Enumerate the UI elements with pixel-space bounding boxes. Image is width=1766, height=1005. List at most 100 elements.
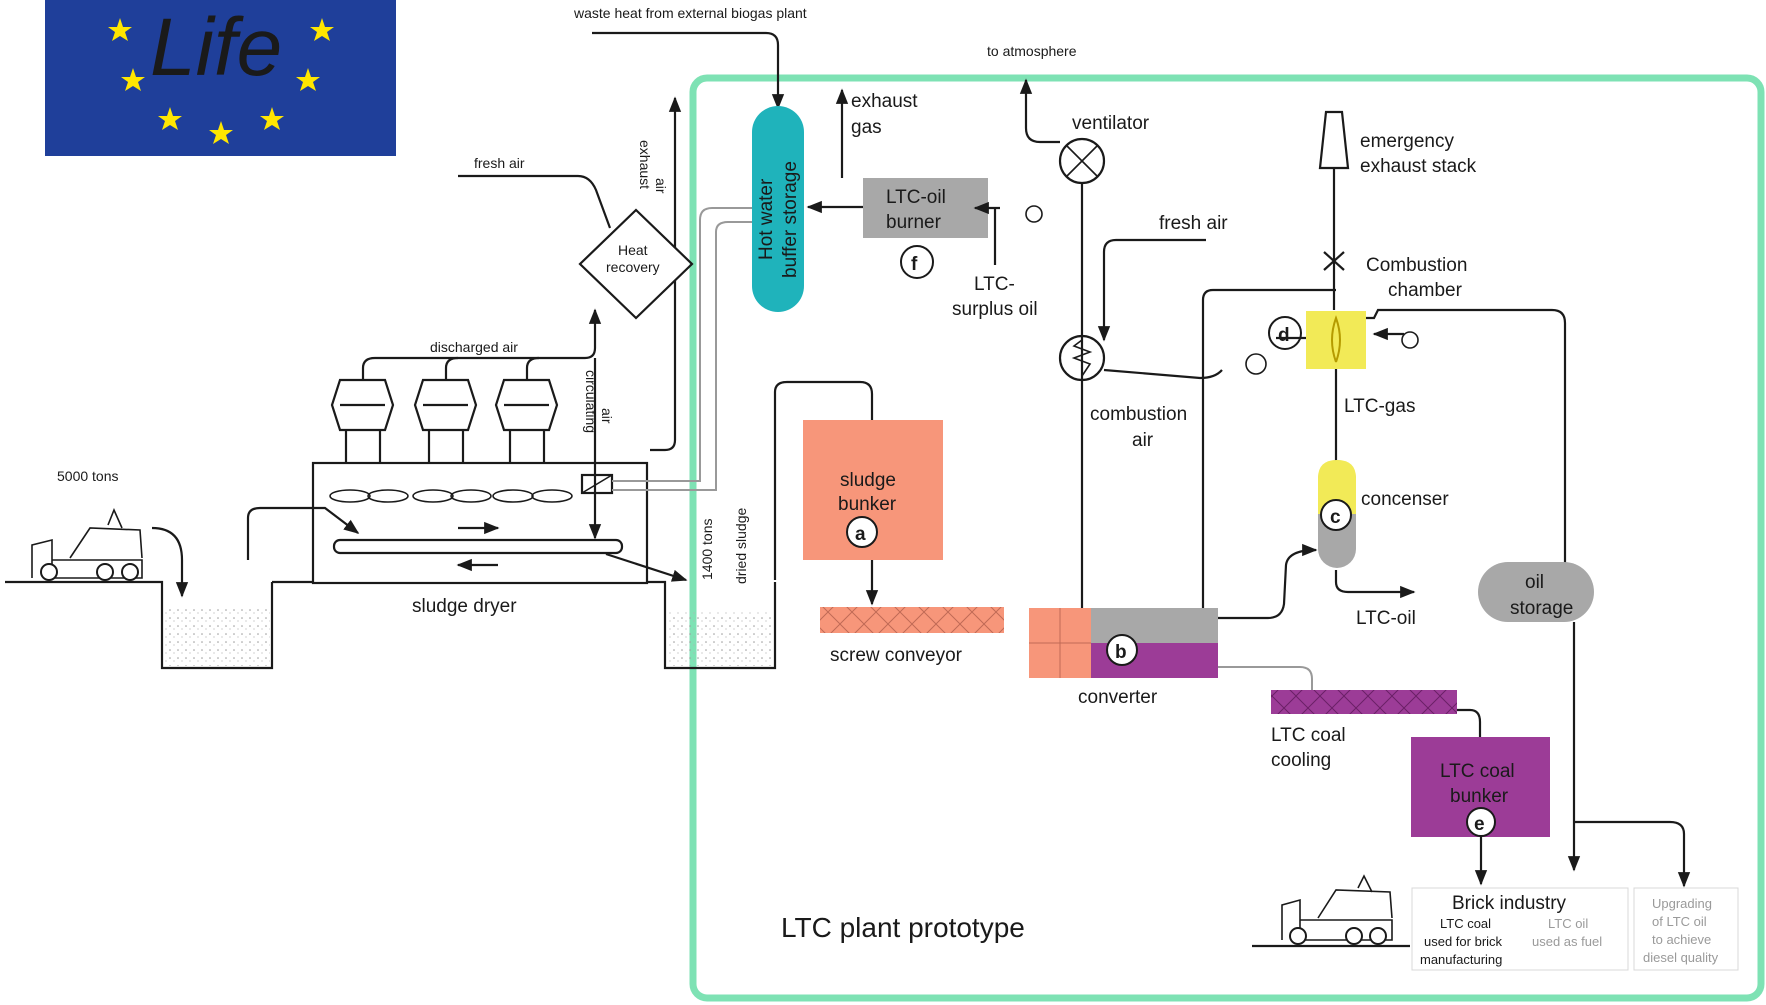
combustion-chamber-label-2: chamber bbox=[1388, 280, 1463, 301]
ltc-oil-label: LTC-oil bbox=[1356, 608, 1416, 629]
fresh-air-right-label: fresh air bbox=[1159, 213, 1228, 234]
fresh-air-left-label: fresh air bbox=[474, 155, 525, 171]
sludge-bunker-label-1: sludge bbox=[840, 470, 896, 491]
marker-b-circle bbox=[1106, 634, 1138, 666]
dried-sludge-pile bbox=[667, 612, 773, 666]
marker-f: f bbox=[911, 254, 918, 275]
heat-recovery-unit bbox=[578, 208, 694, 320]
to-atmosphere-label: to atmosphere bbox=[987, 43, 1077, 59]
heat-exchanger-box bbox=[580, 473, 614, 495]
brick-industry-box bbox=[1411, 887, 1629, 971]
upgrading-label-1: Upgrading bbox=[1652, 896, 1712, 911]
oil-use-label-2: used as fuel bbox=[1532, 934, 1602, 949]
heat-recovery-label-2: recovery bbox=[606, 259, 660, 275]
upgrading-label-3: to achieve bbox=[1652, 932, 1711, 947]
exhaust-air-label-1: exhaust bbox=[637, 140, 653, 189]
recovery-return-line bbox=[650, 280, 677, 452]
combustion-air-label-2: air bbox=[1132, 430, 1154, 451]
oil-to-upgrading-line bbox=[1574, 820, 1691, 888]
oil-burner-label-2: burner bbox=[886, 212, 942, 233]
burner-pump-icon bbox=[1025, 205, 1043, 223]
marker-e: e bbox=[1474, 814, 1485, 835]
upgrading-box bbox=[1633, 887, 1739, 971]
marker-f-circle bbox=[900, 245, 934, 279]
waste-heat-line bbox=[592, 31, 785, 110]
screw-conveyor-label: screw conveyor bbox=[830, 645, 963, 666]
sludge-dryer-body bbox=[311, 461, 649, 585]
to-atmosphere-line bbox=[1019, 78, 1060, 144]
exhaust-gas-label-1: exhaust bbox=[851, 91, 918, 112]
oil-storage-tank bbox=[1478, 562, 1594, 622]
marker-d-circle bbox=[1268, 316, 1302, 350]
brick-industry-label: Brick industry bbox=[1452, 893, 1567, 914]
hot-water-loop-1 bbox=[612, 207, 752, 482]
circulating-air-label-2: air bbox=[599, 408, 615, 424]
heat-recovery-label-1: Heat bbox=[618, 242, 648, 258]
marker-a: a bbox=[855, 524, 866, 545]
star-ring-icon bbox=[108, 18, 334, 144]
upgrading-label-2: of LTC oil bbox=[1652, 914, 1707, 929]
valve-icon bbox=[1323, 251, 1345, 271]
fresh-air-right-line bbox=[1097, 238, 1206, 342]
tons-1400-label-1: 1400 tons bbox=[699, 519, 715, 581]
coal-bunker-label-1: LTC coal bbox=[1440, 761, 1515, 782]
circulating-air-label-1: circulating bbox=[583, 370, 599, 433]
dryer-inlet-line bbox=[246, 506, 360, 560]
converter-to-condenser-line bbox=[1218, 543, 1318, 620]
oil-storage-label-1: oil bbox=[1525, 572, 1544, 593]
exhaust-gas-label-2: gas bbox=[851, 117, 882, 138]
hot-water-buffer-tank bbox=[752, 106, 804, 312]
oil-storage-label-2: storage bbox=[1510, 598, 1573, 619]
exhaust-air-label-2: air bbox=[653, 178, 669, 194]
ltc-oil-burner bbox=[863, 178, 988, 238]
dryer-outlet-arrow bbox=[605, 552, 688, 582]
chamber-to-storage-line bbox=[1366, 308, 1567, 565]
emergency-label-1: emergency bbox=[1360, 131, 1454, 152]
surplus-oil-label-2: surplus oil bbox=[952, 299, 1038, 320]
dryer-belt bbox=[332, 538, 624, 555]
marker-c-circle bbox=[1320, 499, 1352, 531]
coal-use-label-2: used for brick bbox=[1424, 934, 1503, 949]
surplus-oil-label-1: LTC- bbox=[974, 274, 1015, 295]
condenser-label: concenser bbox=[1361, 489, 1449, 510]
flame-icon bbox=[1331, 315, 1341, 363]
hot-water-label-1: Hot water bbox=[756, 178, 777, 260]
coal-cooling-label-2: cooling bbox=[1271, 750, 1331, 771]
truck-right-icon bbox=[1281, 874, 1393, 945]
intake-sludge-pile bbox=[164, 608, 270, 666]
chamber-pump-icon bbox=[1401, 331, 1419, 349]
combustion-air-line bbox=[1103, 368, 1223, 380]
ltc-gas-label: LTC-gas bbox=[1344, 396, 1415, 417]
oil-burner-label-1: LTC-oil bbox=[886, 187, 946, 208]
coal-cooling-label-1: LTC coal bbox=[1271, 725, 1346, 746]
marker-a-circle bbox=[846, 516, 878, 548]
tons-5000-label: 5000 tons bbox=[57, 468, 119, 484]
dried-sludge-feed-line bbox=[773, 380, 874, 580]
logo-text: Life bbox=[150, 2, 282, 93]
cooling-to-bunker-line bbox=[1457, 708, 1482, 738]
condenser-oil-out bbox=[1334, 570, 1416, 599]
discharged-air-label: discharged air bbox=[430, 339, 518, 355]
dryer-fans bbox=[329, 489, 573, 503]
marker-c: c bbox=[1330, 507, 1341, 528]
ltc-plant-frame bbox=[689, 74, 1765, 1002]
emergency-label-2: exhaust stack bbox=[1360, 156, 1477, 177]
truck-left-icon bbox=[31, 507, 143, 581]
coal-bunker-label-2: bunker bbox=[1450, 786, 1509, 807]
upgrading-label-4: diesel quality bbox=[1643, 950, 1719, 965]
coal-use-label-1: LTC coal bbox=[1440, 916, 1491, 931]
hot-water-loop-2 bbox=[612, 221, 752, 491]
life-logo: Life bbox=[45, 0, 396, 156]
sludge-bunker-label-2: bunker bbox=[838, 494, 897, 515]
converter-to-cooling-line bbox=[1218, 666, 1313, 690]
dryer-hoods bbox=[330, 378, 559, 463]
sludge-dryer-label: sludge dryer bbox=[412, 596, 517, 617]
tons-1400-label-2: dried sludge bbox=[733, 508, 749, 584]
truck-unload-arrow bbox=[151, 526, 189, 598]
dryer-outlet-pit bbox=[272, 580, 777, 670]
condenser-top bbox=[1318, 460, 1356, 514]
combustion-chamber-label-1: Combustion bbox=[1366, 255, 1467, 276]
hot-water-label-2: buffer storage bbox=[780, 161, 801, 278]
ventilator-label: ventilator bbox=[1072, 113, 1150, 134]
